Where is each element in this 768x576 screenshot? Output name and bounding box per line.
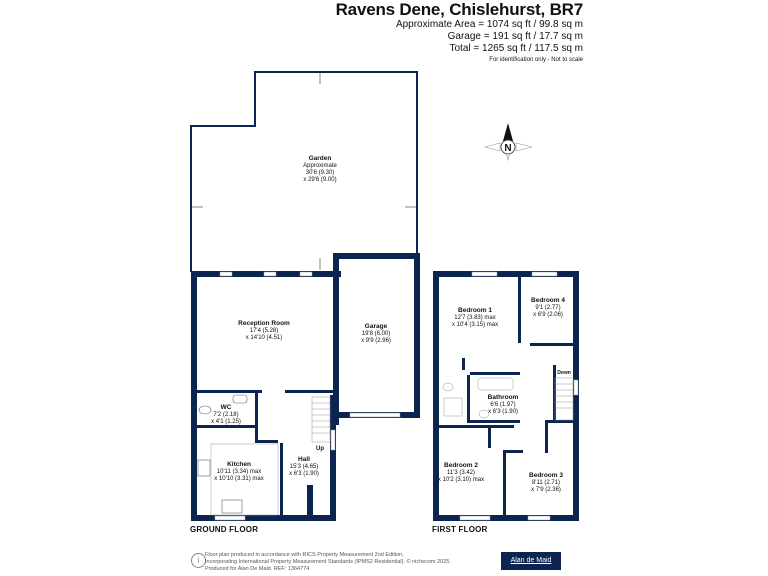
info-icon: i [191, 553, 206, 568]
svg-text:x 4'1 (1.25): x 4'1 (1.25) [211, 419, 241, 425]
svg-text:12'7 (3.83) max: 12'7 (3.83) max [454, 315, 496, 321]
svg-text:Bedroom 3: Bedroom 3 [529, 472, 563, 479]
svg-text:x 6'9 (2.06): x 6'9 (2.06) [533, 312, 563, 318]
room-label-bedroom4: Bedroom 4 9'1 (2.77) x 6'9 (2.06) [531, 297, 565, 318]
svg-text:x 10'2 (3.10) max: x 10'2 (3.10) max [438, 477, 484, 483]
approx-area: Approximate Area = 1074 sq ft / 99.8 sq … [395, 19, 583, 30]
garden-dimension-arrows [191, 72, 417, 270]
svg-text:x 6'3 (1.90): x 6'3 (1.90) [289, 471, 319, 477]
svg-text:15'3 (4.65): 15'3 (4.65) [290, 464, 319, 470]
kitchen-counter [210, 443, 279, 516]
svg-text:11'3 (3.42): 11'3 (3.42) [447, 470, 475, 476]
room-label-reception: Reception Room 17'4 (5.28) x 14'10 (4.51… [238, 320, 290, 341]
first-floor-label: FIRST FLOOR [432, 525, 488, 534]
svg-text:x 10'4 (3.15) max: x 10'4 (3.15) max [452, 322, 498, 328]
svg-text:x 6'3 (1.90): x 6'3 (1.90) [488, 409, 518, 415]
room-label-hall: Hall 15'3 (4.65) x 6'3 (1.90) [289, 456, 319, 477]
wc-basin-icon [232, 394, 248, 404]
svg-text:Reception Room: Reception Room [238, 320, 290, 327]
room-label-garden: Garden Approximate 30'6 (9.30) x 29'6 (9… [303, 155, 337, 183]
svg-text:x 10'10 (3.31) max: x 10'10 (3.31) max [214, 476, 264, 482]
svg-text:Bedroom 2: Bedroom 2 [444, 462, 478, 469]
svg-text:Bathroom: Bathroom [488, 394, 519, 401]
wc-toilet-icon [198, 405, 212, 415]
garage-area: Garage = 191 sq ft / 17.7 sq m [447, 31, 583, 42]
svg-text:19'8 (6.00): 19'8 (6.00) [362, 331, 391, 337]
scale-note: For identification only - Not to scale [489, 57, 583, 63]
svg-text:Hall: Hall [298, 456, 310, 463]
compass-icon: N [483, 123, 533, 162]
garden-outline [190, 71, 418, 272]
svg-text:10'11 (3.34) max: 10'11 (3.34) max [217, 469, 261, 475]
room-label-garage: Garage 19'8 (6.00) x 9'9 (2.96) [361, 323, 391, 344]
hob-icon [197, 459, 211, 477]
svg-text:Bedroom 1: Bedroom 1 [458, 307, 492, 314]
svg-text:17'4 (5.28): 17'4 (5.28) [250, 328, 279, 334]
agent-logo: Alan de Maid [501, 552, 561, 570]
room-label-bedroom1: Bedroom 1 12'7 (3.83) max x 10'4 (3.15) … [452, 307, 498, 328]
ground-floor-windows [214, 271, 401, 521]
svg-text:7'2 (2.18): 7'2 (2.18) [213, 412, 238, 418]
room-label-kitchen: Kitchen 10'11 (3.34) max x 10'10 (3.31) … [214, 461, 264, 482]
property-title: Ravens Dene, Chislehurst, BR7 [335, 0, 584, 19]
svg-text:x 14'10 (4.51): x 14'10 (4.51) [246, 335, 283, 341]
room-label-wc: WC 7'2 (2.18) x 4'1 (1.25) [211, 404, 241, 425]
svg-text:Garden: Garden [309, 155, 332, 162]
svg-text:Kitchen: Kitchen [227, 461, 251, 468]
ground-floor-stairs [311, 396, 331, 443]
svg-text:N: N [504, 143, 511, 154]
svg-text:WC: WC [221, 404, 232, 411]
first-floor-walls [433, 271, 579, 521]
stairs-down-label: Down [557, 370, 571, 376]
svg-text:x 9'9 (2.96): x 9'9 (2.96) [361, 338, 391, 344]
stairs-up-label: Up [316, 446, 324, 452]
header: Ravens Dene, Chislehurst, BR7 Approximat… [335, 0, 584, 63]
svg-text:30'6 (9.30): 30'6 (9.30) [306, 170, 335, 176]
svg-text:x 29'6 (9.00): x 29'6 (9.00) [303, 177, 336, 183]
sink-icon [221, 499, 243, 514]
room-label-bedroom2: Bedroom 2 11'3 (3.42) x 10'2 (3.10) max [438, 462, 484, 483]
svg-text:8'11 (2.71): 8'11 (2.71) [532, 480, 560, 486]
first-floor-windows [459, 271, 579, 521]
svg-text:Approximate: Approximate [303, 163, 337, 169]
total-area: Total = 1265 sq ft / 117.5 sq m [449, 43, 583, 54]
svg-text:6'6 (1.97): 6'6 (1.97) [490, 402, 515, 408]
ground-floor-label: GROUND FLOOR [190, 525, 259, 534]
svg-text:Garage: Garage [365, 323, 388, 330]
room-label-bedroom3: Bedroom 3 8'11 (2.71) x 7'9 (2.36) [529, 472, 563, 493]
svg-text:Bedroom 4: Bedroom 4 [531, 297, 565, 304]
svg-text:9'1 (2.77): 9'1 (2.77) [535, 305, 560, 311]
room-label-bathroom: Bathroom 6'6 (1.97) x 6'3 (1.90) [488, 394, 519, 415]
footer-disclaimer: Floor plan produced in accordance with R… [205, 552, 451, 572]
svg-text:x 7'9 (2.36): x 7'9 (2.36) [531, 487, 561, 493]
first-floor-stairs [442, 377, 574, 421]
